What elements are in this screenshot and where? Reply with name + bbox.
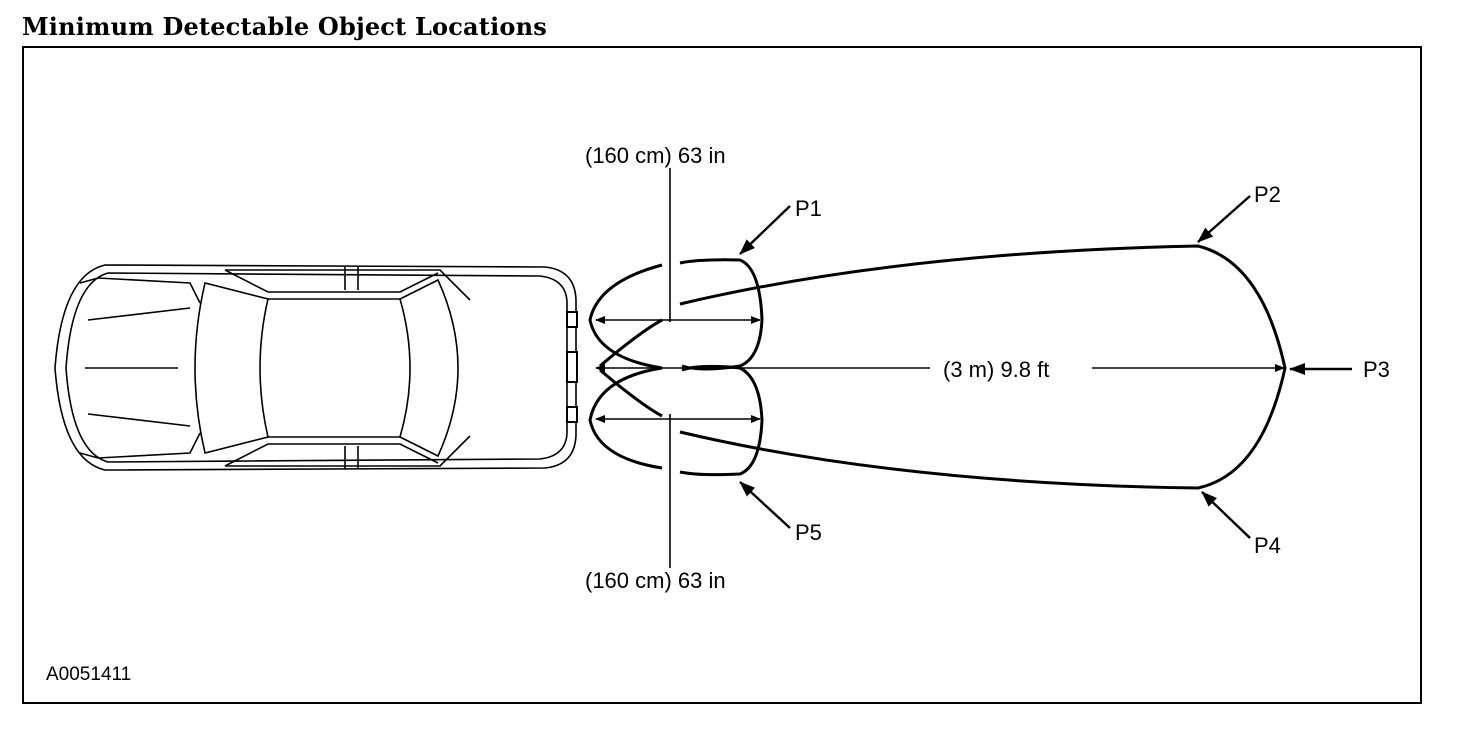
sensor-lower xyxy=(566,406,578,423)
sensor-upper xyxy=(566,311,578,328)
car-body-inner-outline xyxy=(65,272,568,463)
lower-zone xyxy=(588,366,663,470)
point-label-p5: P5 xyxy=(795,520,822,545)
p1-pointer xyxy=(739,205,791,255)
point-pointers xyxy=(739,195,1352,539)
bumper-sensors xyxy=(566,311,578,423)
detection-zones xyxy=(588,244,1287,490)
diagram-frame xyxy=(22,46,1422,704)
center-dimension-label: (3 m) 9.8 ft xyxy=(943,357,1049,382)
point-label-p2: P2 xyxy=(1254,182,1281,207)
point-label-p3: P3 xyxy=(1363,357,1390,382)
car-illustration xyxy=(54,264,577,471)
point-label-p1: P1 xyxy=(795,196,822,221)
point-label-p4: P4 xyxy=(1254,533,1281,558)
car-body-outline xyxy=(54,264,577,471)
windshield xyxy=(194,282,269,454)
top-dimension-label: (160 cm) 63 in xyxy=(585,143,726,168)
p2-pointer xyxy=(1197,195,1251,243)
page-title: Minimum Detectable Object Locations xyxy=(22,12,547,41)
upper-zone xyxy=(588,263,663,370)
figure-id: A0051411 xyxy=(46,664,131,685)
p4-pointer xyxy=(1201,491,1251,539)
dimension-lines xyxy=(595,168,1285,568)
bottom-dimension-label: (160 cm) 63 in xyxy=(585,568,726,593)
sensor-center xyxy=(566,351,578,383)
p5-pointer xyxy=(739,481,791,529)
rear-window xyxy=(399,278,459,458)
roof xyxy=(268,298,411,438)
